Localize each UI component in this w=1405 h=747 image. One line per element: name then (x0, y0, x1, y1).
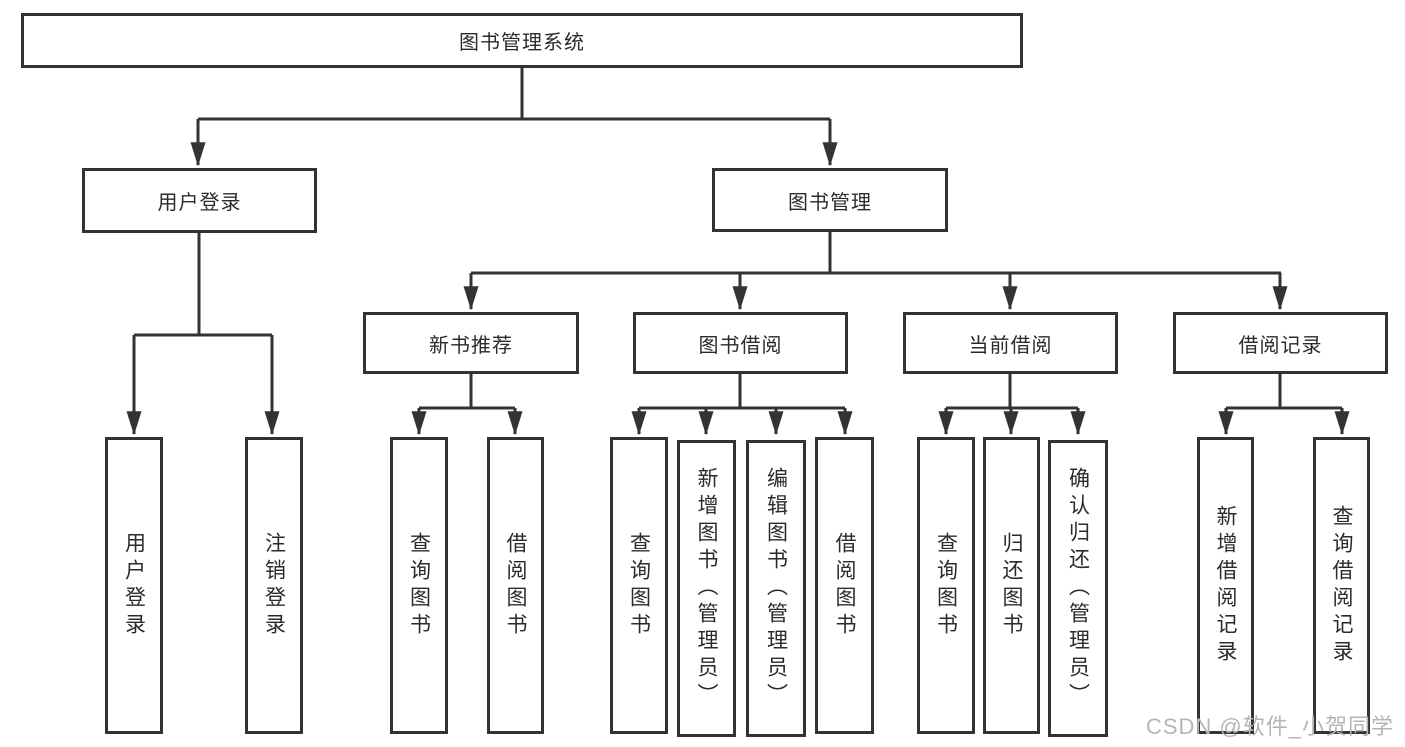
node-book-management: 图书管理 (712, 168, 948, 232)
node-library-management-system: 图书管理系统 (21, 13, 1023, 68)
arrows-level3 (463, 273, 1288, 311)
node-return-books: 归还图书 (983, 437, 1040, 734)
node-book-borrowing: 图书借阅 (633, 312, 848, 374)
arrows-user-login-group (126, 335, 280, 436)
node-new-book-recommend: 新书推荐 (363, 312, 579, 374)
node-user-login: 用户登录 (82, 168, 317, 233)
node-edit-books-admin: 编辑图书（管理员） (746, 440, 806, 737)
node-add-books-admin: 新增图书（管理员） (677, 440, 736, 737)
node-query-books-borrowing: 查询图书 (610, 437, 668, 734)
node-borrow-books-recommend: 借阅图书 (487, 437, 544, 734)
node-user-login-action: 用户登录 (105, 437, 163, 734)
node-borrow-books-borrowing: 借阅图书 (815, 437, 874, 734)
node-confirm-return-admin: 确认归还（管理员） (1048, 440, 1108, 737)
node-query-books-current: 查询图书 (917, 437, 975, 734)
node-add-borrow-record: 新增借阅记录 (1197, 437, 1254, 734)
arrows-level2 (190, 119, 838, 167)
node-query-borrow-record: 查询借阅记录 (1313, 437, 1370, 734)
node-query-books-recommend: 查询图书 (390, 437, 448, 734)
node-logout-action: 注销登录 (245, 437, 303, 734)
node-borrowing-records: 借阅记录 (1173, 312, 1388, 374)
csdn-watermark: CSDN @软件_小贺同学 (1145, 714, 1394, 739)
node-current-borrowing: 当前借阅 (903, 312, 1118, 374)
arrows-level4 (411, 408, 1350, 436)
